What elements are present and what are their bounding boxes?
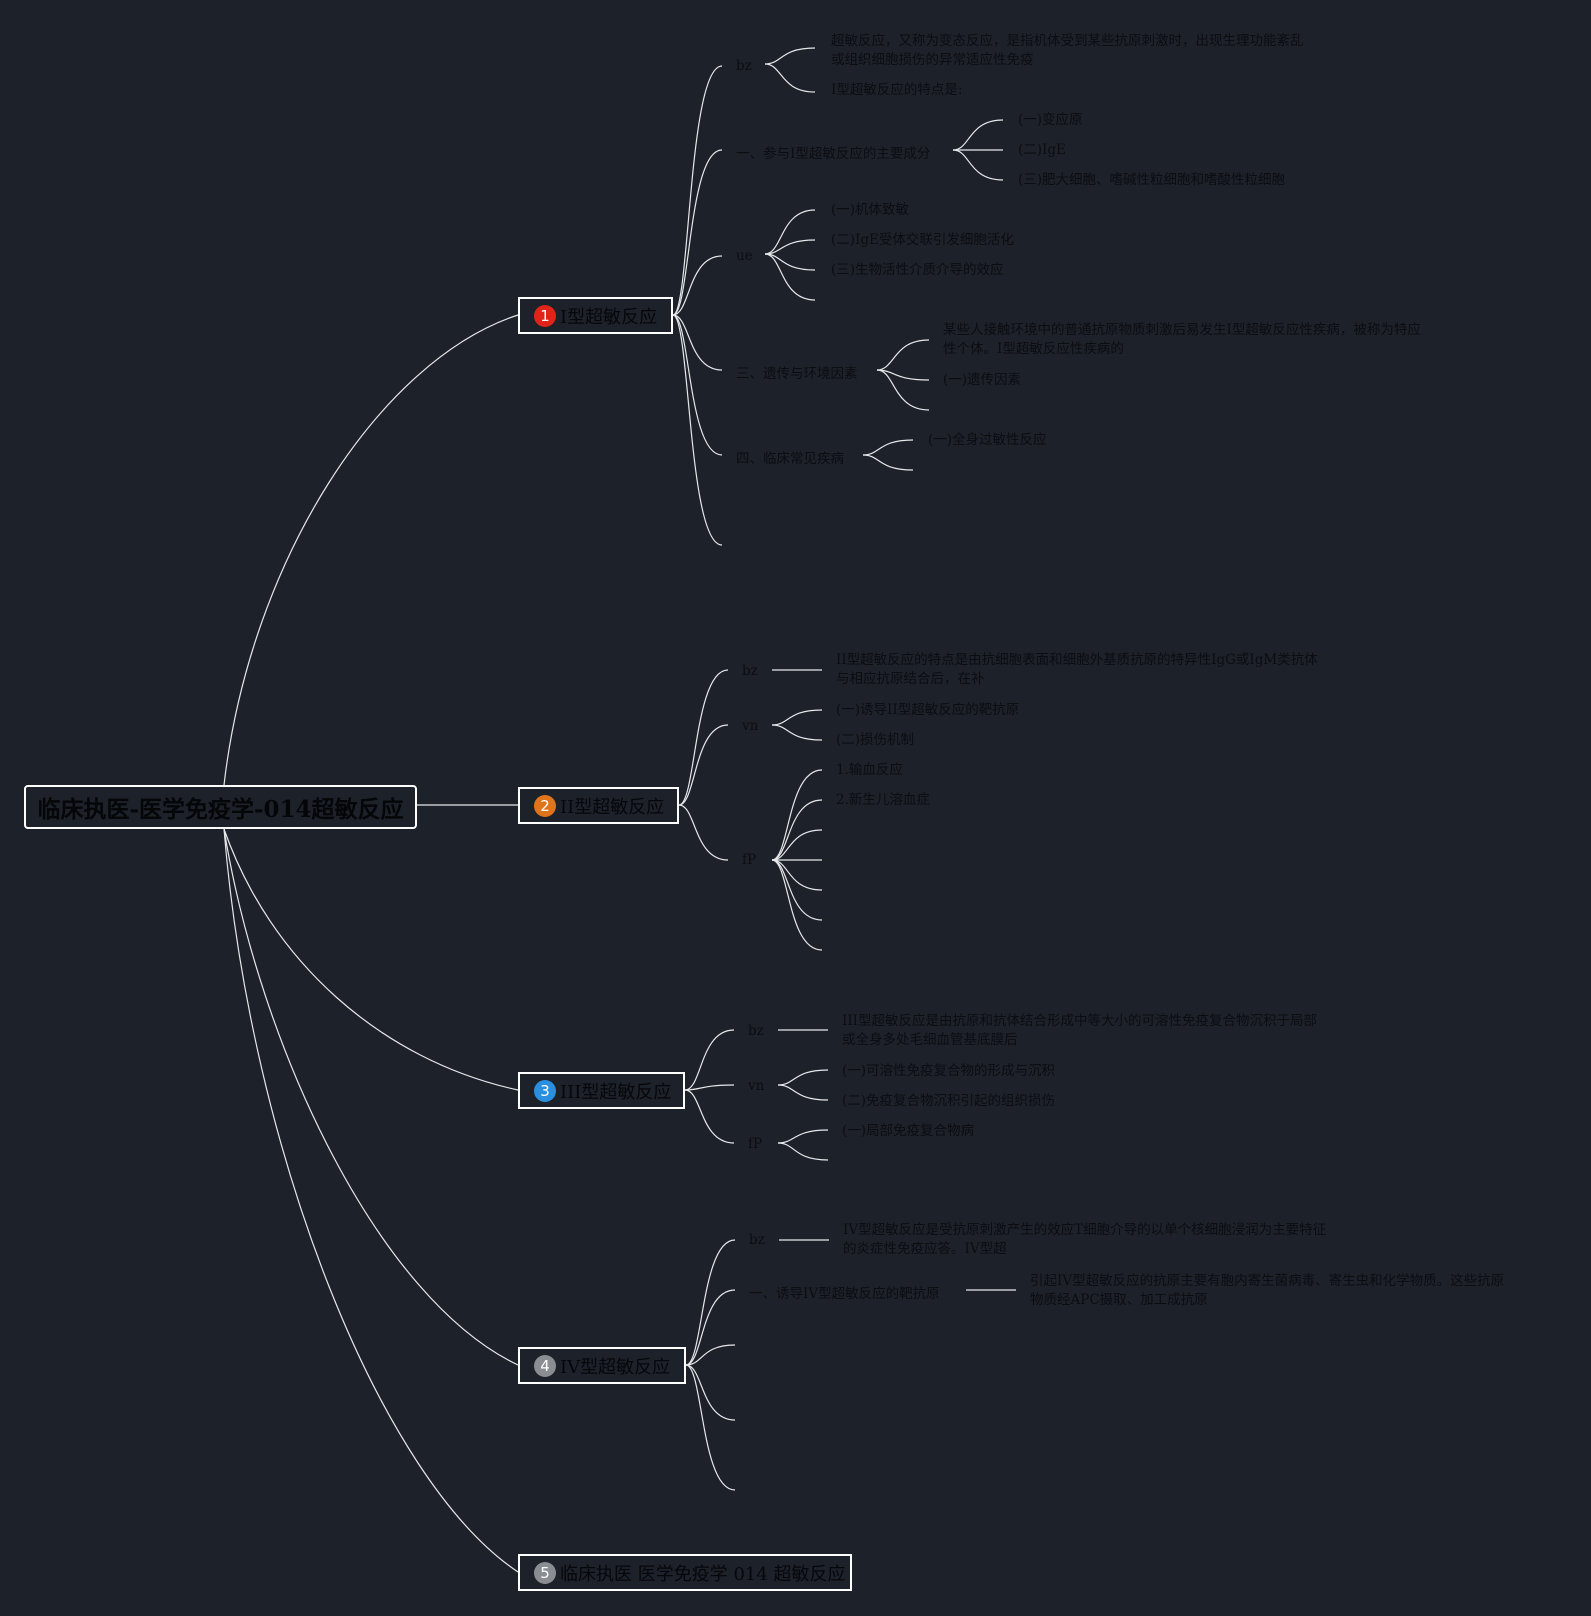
number-badge-icon: 5: [534, 1561, 556, 1584]
leaf-connector: [777, 1142, 829, 1161]
branch-connector: [672, 314, 723, 546]
leaf-connector: [764, 239, 816, 255]
leaf-connector: [771, 769, 823, 861]
leaf-text[interactable]: 引起IV型超敏反应的抗原主要有胞内寄生菌病毒、寄生虫和化学物质。这些抗原 物质经…: [1030, 1273, 1505, 1308]
leaf-connector: [777, 1129, 829, 1144]
topic-label: III型超敏反应: [560, 1081, 672, 1103]
topic-node-type-3[interactable]: 3 III型超敏反应: [518, 1072, 685, 1109]
branch-connector: [672, 314, 723, 371]
leaf-connector: [771, 709, 823, 726]
leaf-connector: [952, 119, 1004, 151]
branch-connector: [684, 1089, 735, 1144]
leaf-text[interactable]: (一)可溶性免疫复合物的形成与沉积: [842, 1063, 1056, 1079]
leaf-connector: [777, 1084, 829, 1101]
topic-label: IV型超敏反应: [560, 1356, 671, 1378]
leaf-text[interactable]: (二)IgE: [1018, 142, 1066, 158]
leaf-connector: [862, 439, 914, 456]
branch-label[interactable]: 一、参与I型超敏反应的主要成分: [736, 146, 931, 162]
leaf-text[interactable]: (二)免疫复合物沉积引起的组织损伤: [842, 1093, 1056, 1109]
leaf-text[interactable]: (一)变应原: [1018, 112, 1083, 128]
leaf-text[interactable]: I型超敏反应的特点是:: [831, 82, 963, 98]
topic-node-summary[interactable]: 5 临床执医 医学免疫学 014 超敏反应: [518, 1554, 852, 1591]
leaf-connector: [771, 829, 823, 861]
branch-label[interactable]: bz: [749, 1232, 765, 1248]
leaf-text[interactable]: 2.新生儿溶血症: [836, 792, 930, 808]
topic-node-type-2[interactable]: 2 II型超敏反应: [518, 787, 679, 824]
leaf-text[interactable]: III型超敏反应是由抗原和抗体结合形成中等大小的可溶性免疫复合物沉积于局部 或全…: [842, 1013, 1317, 1048]
leaf-connector: [764, 209, 816, 255]
leaf-text[interactable]: 超敏反应，又称为变态反应，是指机体受到某些抗原刺激时，出现生理功能紊乱 或组织细…: [831, 33, 1304, 68]
branch-connector: [684, 1029, 735, 1091]
leaf-connector: [777, 1069, 829, 1086]
branch-connector: [672, 65, 723, 316]
leaf-connector: [771, 859, 823, 951]
branch-label[interactable]: 四、临床常见疾病: [736, 451, 844, 467]
branch-label[interactable]: bz: [748, 1023, 764, 1039]
leaf-text[interactable]: (一)诱导II型超敏反应的靶抗原: [836, 702, 1020, 718]
leaf-connector: [862, 454, 914, 471]
branch-connector: [685, 1239, 736, 1366]
leaf-text[interactable]: (二)IgE受体交联引发细胞活化: [831, 232, 1014, 248]
root-node-label: 临床执医-医学免疫学-014超敏反应: [37, 796, 404, 823]
branch-label[interactable]: 三、遗传与环境因素: [736, 366, 858, 382]
branch-connector: [678, 804, 729, 861]
leaf-connector: [771, 859, 823, 891]
branch-connector: [685, 1364, 736, 1421]
leaf-connector: [876, 369, 930, 411]
topic-label: 临床执医 医学免疫学 014 超敏反应: [560, 1563, 846, 1585]
branch-connector: [685, 1364, 736, 1491]
branch-connector: [672, 314, 723, 456]
leaf-connector: [764, 47, 816, 65]
leaf-text[interactable]: (一)遗传因素: [943, 372, 1022, 388]
branch-connector: [672, 149, 723, 316]
topic-node-type-1[interactable]: 1 I型超敏反应: [518, 297, 673, 334]
branch-label[interactable]: fP: [748, 1136, 763, 1152]
number-badge-icon: 4: [534, 1354, 556, 1377]
root-connector: [223, 828, 519, 1573]
branch-label[interactable]: bz: [736, 58, 752, 74]
branch-label[interactable]: fP: [742, 852, 757, 868]
branch-label[interactable]: bz: [742, 663, 758, 679]
branch-label[interactable]: 一、诱导IV型超敏反应的靶抗原: [749, 1286, 940, 1302]
root-node[interactable]: 临床执医-医学免疫学-014超敏反应: [24, 785, 417, 829]
number-badge-icon: 2: [534, 794, 556, 817]
branch-connector: [685, 1344, 736, 1366]
leaf-text[interactable]: 1.输血反应: [836, 762, 903, 778]
leaf-connector: [876, 369, 930, 381]
topic-label: I型超敏反应: [560, 306, 658, 328]
branch-connector: [678, 724, 729, 806]
leaf-connector: [876, 339, 930, 371]
topic-label: II型超敏反应: [560, 796, 665, 818]
branch-label[interactable]: ue: [736, 248, 753, 264]
number-badge-icon: 1: [534, 304, 556, 327]
leaf-connector: [771, 799, 823, 861]
leaf-text[interactable]: IV型超敏反应是受抗原刺激产生的效应T细胞介导的以单个核细胞浸润为主要特征 的炎…: [843, 1222, 1327, 1257]
leaf-text[interactable]: 某些人接触环境中的普通抗原物质刺激后易发生I型超敏反应性疾病，被称为特应 性个体…: [943, 322, 1421, 357]
branch-connector: [672, 255, 723, 316]
branch-connector: [678, 669, 729, 806]
leaf-text[interactable]: II型超敏反应的特点是由抗细胞表面和细胞外基质抗原的特异性IgG或IgM类抗体 …: [836, 652, 1318, 687]
leaf-text[interactable]: (三)肥大细胞、嗜碱性粒细胞和嗜酸性粒细胞: [1018, 172, 1286, 188]
leaf-text[interactable]: (二)损伤机制: [836, 732, 915, 748]
root-connector: [223, 828, 519, 1091]
leaf-connector: [771, 724, 823, 741]
root-connector: [223, 314, 519, 786]
leaf-connector: [764, 63, 816, 93]
topic-node-type-4[interactable]: 4 IV型超敏反应: [518, 1347, 686, 1384]
leaf-connector: [764, 253, 816, 271]
branch-label[interactable]: vn: [742, 718, 759, 734]
number-badge-icon: 3: [534, 1079, 556, 1102]
root-connector: [223, 828, 519, 1366]
branch-connector: [684, 1084, 735, 1091]
leaf-text[interactable]: (三)生物活性介质介导的效应: [831, 262, 1004, 278]
branch-connector: [685, 1289, 736, 1366]
leaf-text[interactable]: (一)局部免疫复合物病: [842, 1123, 975, 1139]
branch-label[interactable]: vn: [748, 1078, 765, 1094]
leaf-text[interactable]: (一)机体致敏: [831, 202, 910, 218]
leaf-text[interactable]: (一)全身过敏性反应: [928, 432, 1047, 448]
leaf-connector: [764, 253, 816, 301]
leaf-connector: [952, 149, 1004, 181]
